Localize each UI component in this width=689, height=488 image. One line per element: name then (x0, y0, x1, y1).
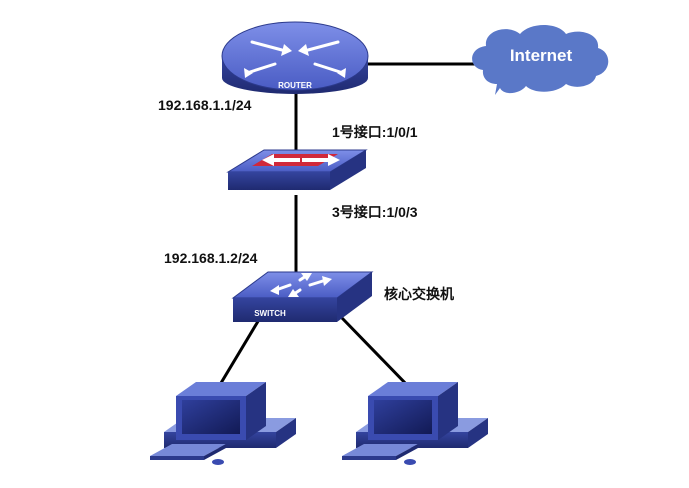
link-switch-pc-right (340, 316, 412, 390)
switch-label: SWITCH (254, 309, 286, 318)
pc-left (150, 382, 296, 465)
pc-right-mouse-icon (404, 459, 416, 465)
pc-left-screen-icon (182, 400, 240, 434)
pc-right (342, 382, 488, 465)
switch-ip-label: 192.168.1.2/24 (164, 250, 258, 266)
port-1-label: 1号接口:1/0/1 (332, 124, 418, 140)
internet-label: Internet (510, 46, 573, 65)
link-switch-pc-left (216, 317, 262, 389)
switch-arrows-icon (270, 273, 332, 297)
internet-cloud: Internet (472, 25, 609, 95)
pc-right-screen-icon (374, 400, 432, 434)
router-label: ROUTER (278, 81, 312, 90)
core-switch-label: 核心交换机 (384, 286, 454, 302)
firewall-arrows-icon (262, 154, 340, 166)
pc-left-mouse-icon (212, 459, 224, 465)
links (216, 62, 480, 390)
router-device: ROUTER (221, 21, 369, 94)
firewall-device (226, 149, 368, 190)
router-arrows-icon (244, 40, 346, 78)
core-switch-device: SWITCH (231, 271, 374, 322)
port-3-label: 3号接口:1/0/3 (332, 204, 418, 220)
router-ip-label: 192.168.1.1/24 (158, 97, 252, 113)
